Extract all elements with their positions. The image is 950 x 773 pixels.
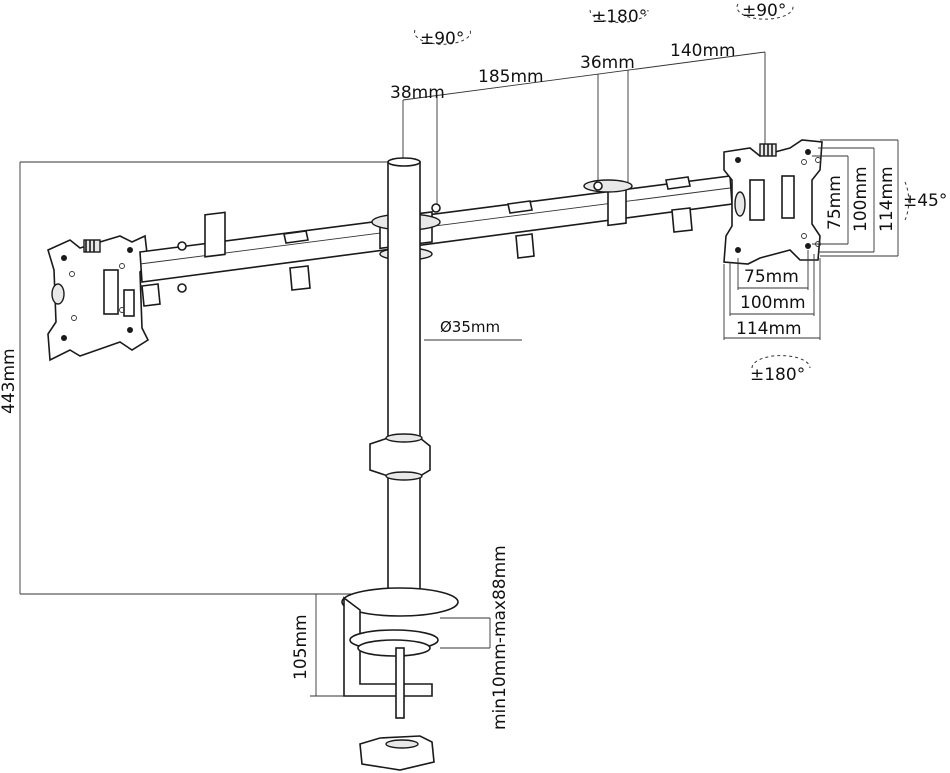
pole [369,157,522,603]
label-rotate-left: ±90° [420,29,464,49]
cable-clip [289,265,311,291]
tilt-arc [904,181,910,221]
label-vesa-v75: 75mm [825,175,845,230]
rotate-right-arc [736,3,794,20]
labels: ±90° ±180° ±90° 38mm 185mm 36mm 140mm 75… [0,1,947,730]
label-vesa-v100: 100mm [851,166,871,232]
pole-collar [369,437,431,477]
label-clamp-depth: 105mm [291,614,311,680]
label-dim-36: 36mm [580,53,635,73]
label-pole-diameter: Ø35mm [440,318,500,336]
label-dim-185: 185mm [478,67,544,87]
rotate-mid-arc [589,9,649,23]
left-vesa-plate [47,234,150,362]
label-vesa-v114: 114mm [877,166,897,232]
label-rotate-right: ±90° [742,1,786,21]
rotate-left-arc [414,29,471,45]
label-vesa-h100: 100mm [740,293,806,313]
left-knob-icon [83,239,101,253]
right-vesa-plate [723,139,823,265]
rotation-arcs [414,3,910,369]
cable-clip [515,233,535,259]
label-desk-thickness: min10mm-max88mm [490,545,510,730]
desk-clamp [310,587,491,771]
swivel-arc [751,355,811,369]
cable-clip [671,207,693,233]
label-height: 443mm [0,348,19,414]
vesa-dimension-lines [723,139,899,340]
top-dimension-lines [402,51,766,210]
label-tilt: ±45° [903,191,947,211]
label-swivel: ±180° [750,365,805,385]
cable-clip [141,283,161,307]
label-vesa-h114: 114mm [736,319,802,339]
label-vesa-h75: 75mm [744,267,799,287]
label-dim-38: 38mm [390,83,445,103]
label-rotate-mid: ±180° [592,7,647,27]
arm-bar [139,175,733,307]
label-dim-140: 140mm [670,41,736,61]
